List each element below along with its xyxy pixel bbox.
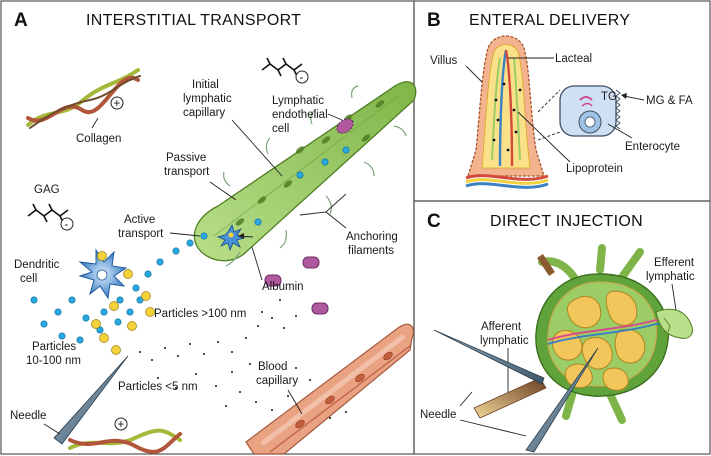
label-particles-10-100nm-1: Particles [32, 341, 76, 353]
particles-10-100nm [30, 232, 208, 344]
label-lymphatic-endothelial-cell-3: cell [272, 123, 289, 135]
panel-c-letter: C [427, 211, 441, 232]
villus [465, 35, 549, 189]
gag-left-charge-minus [60, 217, 74, 231]
label-lymphatic-endothelial-cell-1: Lymphatic [272, 95, 324, 107]
albumin-molecules [264, 256, 329, 315]
label-villus: Villus [430, 55, 458, 67]
panel-b-title: ENTERAL DELIVERY [469, 12, 630, 29]
needle-c-right [525, 347, 599, 453]
panel-c-title: DIRECT INJECTION [490, 213, 643, 230]
label-active-transport-2: transport [118, 228, 164, 240]
label-particles-10-100nm-2: 10-100 nm [26, 355, 81, 367]
label-dendritic-cell-1: Dendritic [14, 259, 60, 271]
panel-c-border [413, 200, 711, 455]
particles-over-100nm [91, 251, 155, 355]
needle-a [53, 355, 129, 445]
label-particles-under-5nm: Particles <5 nm [118, 381, 198, 393]
gag-molecule-top [261, 57, 303, 77]
lymph-node [535, 244, 693, 424]
panel-a-title: INTERSTITIAL TRANSPORT [86, 12, 301, 29]
label-efferent-lymphatic-2: lymphatic [646, 271, 695, 283]
label-needle-c: Needle [420, 409, 456, 421]
label-efferent-lymphatic-1: Efferent [654, 257, 695, 269]
collagen-charge-plus [110, 96, 124, 110]
label-passive-transport-1: Passive [166, 152, 206, 164]
label-needle-a: Needle [10, 410, 46, 422]
enterocyte [559, 85, 621, 137]
label-initial-lymphatic-capillary-3: capillary [183, 107, 225, 119]
label-mg-fa: MG & FA [646, 95, 693, 107]
label-afferent-lymphatic-2: lymphatic [480, 335, 529, 347]
label-initial-lymphatic-capillary-2: lymphatic [183, 93, 232, 105]
label-lymphatic-endothelial-cell-2: endothelial [272, 109, 328, 121]
gag-top-charge-minus [295, 70, 309, 84]
label-collagen: Collagen [76, 133, 121, 145]
label-tg: TG [601, 91, 617, 103]
label-initial-lymphatic-capillary-1: Initial [192, 79, 219, 91]
active-transport-cell [216, 223, 246, 252]
collagen-bottom-plus-sign: + [118, 419, 125, 431]
label-passive-transport-2: transport [164, 166, 210, 178]
label-enterocyte: Enterocyte [625, 141, 680, 153]
label-blood-capillary-2: capillary [256, 375, 298, 387]
needle-c-left [433, 329, 545, 385]
label-lipoprotein: Lipoprotein [566, 163, 623, 175]
gag-top-minus-sign: - [300, 72, 304, 84]
label-blood-capillary-1: Blood [258, 361, 287, 373]
afferent-lymphatic [473, 377, 547, 419]
initial-lymphatic-capillary [193, 81, 417, 262]
label-anchoring-filaments-2: filaments [348, 245, 394, 257]
lymphatic-endothelial-cell [336, 118, 354, 134]
label-albumin: Albumin [262, 281, 304, 293]
label-lacteal: Lacteal [555, 53, 592, 65]
label-particles-over-100nm: Particles >100 nm [154, 308, 246, 320]
label-gag: GAG [34, 184, 60, 196]
label-afferent-lymphatic-1: Afferent [481, 321, 522, 333]
collagen-fiber-bottom [68, 428, 182, 454]
collagen-bottom-charge-plus [114, 417, 128, 431]
anchoring-filaments [223, 85, 407, 267]
panel-a-letter: A [14, 10, 28, 31]
dendritic-cell [78, 248, 128, 300]
collagen-fiber [26, 68, 141, 129]
gag-molecule-left [27, 203, 69, 223]
blood-capillary [245, 323, 415, 455]
collagen-plus-sign: + [114, 98, 121, 110]
label-dendritic-cell-2: cell [20, 273, 37, 285]
panel-b-letter: B [427, 10, 441, 31]
label-anchoring-filaments-1: Anchoring [346, 231, 398, 243]
gag-left-minus-sign: - [65, 219, 69, 231]
label-active-transport-1: Active [124, 214, 155, 226]
